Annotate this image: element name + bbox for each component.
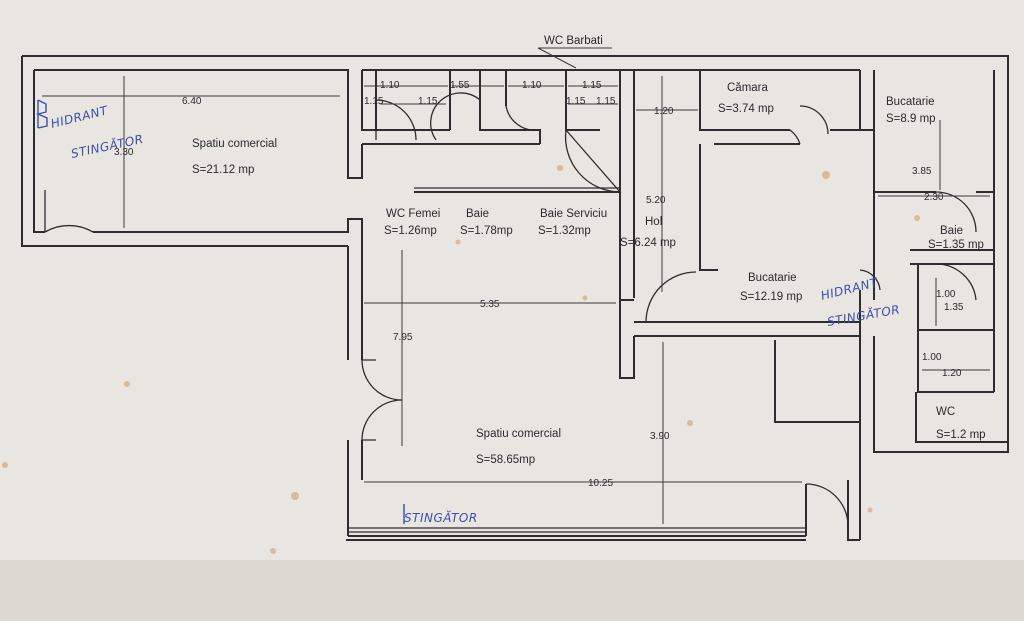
room-area-bucatarie-2: S=12.19 mp: [740, 291, 802, 303]
room-area-wc-femei: S=1.26mp: [384, 225, 437, 237]
room-name-baie-2: Baie: [940, 225, 963, 237]
dim-1-15-c: 1.15: [418, 96, 438, 107]
dim-5-20: 5.20: [646, 195, 666, 206]
dim-10-25: 10.25: [588, 478, 613, 489]
paper-shade: [0, 560, 1024, 621]
room-area-camara: S=3.74 mp: [718, 103, 774, 115]
room-name-baie-serviciu: Baie Serviciu: [540, 208, 607, 220]
room-name-wc: WC: [936, 406, 955, 418]
dim-1-10-a: 1.10: [380, 80, 400, 91]
room-area-spatiu-comercial-2: S=58.65mp: [476, 454, 535, 466]
walls: [21, 55, 1009, 541]
dim-1-00-a: 1.00: [936, 289, 956, 300]
title-wc-barbati: WC Barbati: [544, 35, 603, 47]
room-area-spatiu-comercial-1: S=21.12 mp: [192, 164, 254, 176]
dim-1-20-a: 1.20: [654, 106, 674, 117]
dim-7-95: 7.95: [393, 332, 413, 343]
dim-1-55: 1.55: [450, 80, 470, 91]
room-name-bucatarie-1: Bucatarie: [886, 96, 935, 108]
room-area-baie-2: S=1.35 mp: [928, 239, 984, 251]
dim-1-15-b: 1.15: [364, 96, 384, 107]
room-name-wc-femei: WC Femei: [386, 208, 440, 220]
room-area-hol: S=6.24 mp: [620, 237, 676, 249]
room-name-hol: Hol: [645, 216, 662, 228]
dim-1-10-b: 1.10: [522, 80, 542, 91]
dim-2-30: 2.30: [924, 192, 944, 203]
room-area-baie-serviciu: S=1.32mp: [538, 225, 591, 237]
dim-1-00-b: 1.00: [922, 352, 942, 363]
dimension-lines: [42, 76, 990, 524]
dim-3-30: 3.30: [114, 147, 134, 158]
dim-3-90: 3.90: [650, 431, 670, 442]
room-area-bucatarie-1: S=8.9 mp: [886, 113, 936, 125]
dim-5-35: 5.35: [480, 299, 500, 310]
room-name-camara: Cămara: [727, 82, 769, 94]
paper-stains: [2, 165, 920, 554]
room-name-spatiu-comercial-2: Spatiu comercial: [476, 428, 561, 440]
dim-6-40: 6.40: [182, 96, 202, 107]
dim-3-85: 3.85: [912, 166, 932, 177]
room-name-spatiu-comercial-1: Spatiu comercial: [192, 138, 277, 150]
room-area-wc: S=1.2 mp: [936, 429, 986, 441]
dim-1-15-e: 1.15: [596, 96, 616, 107]
room-name-bucatarie-2: Bucatarie: [748, 272, 797, 284]
handwritten-mark-hydrant-icon: [35, 99, 48, 129]
room-area-baie-1: S=1.78mp: [460, 225, 513, 237]
annotation-stingator-3: STINGĂTOR: [404, 510, 478, 525]
dim-1-20-b: 1.20: [942, 368, 962, 379]
dim-1-35: 1.35: [944, 302, 964, 313]
dim-1-15-a: 1.15: [582, 80, 602, 91]
dim-1-15-d: 1.15: [566, 96, 586, 107]
room-name-baie-1: Baie: [466, 208, 489, 220]
